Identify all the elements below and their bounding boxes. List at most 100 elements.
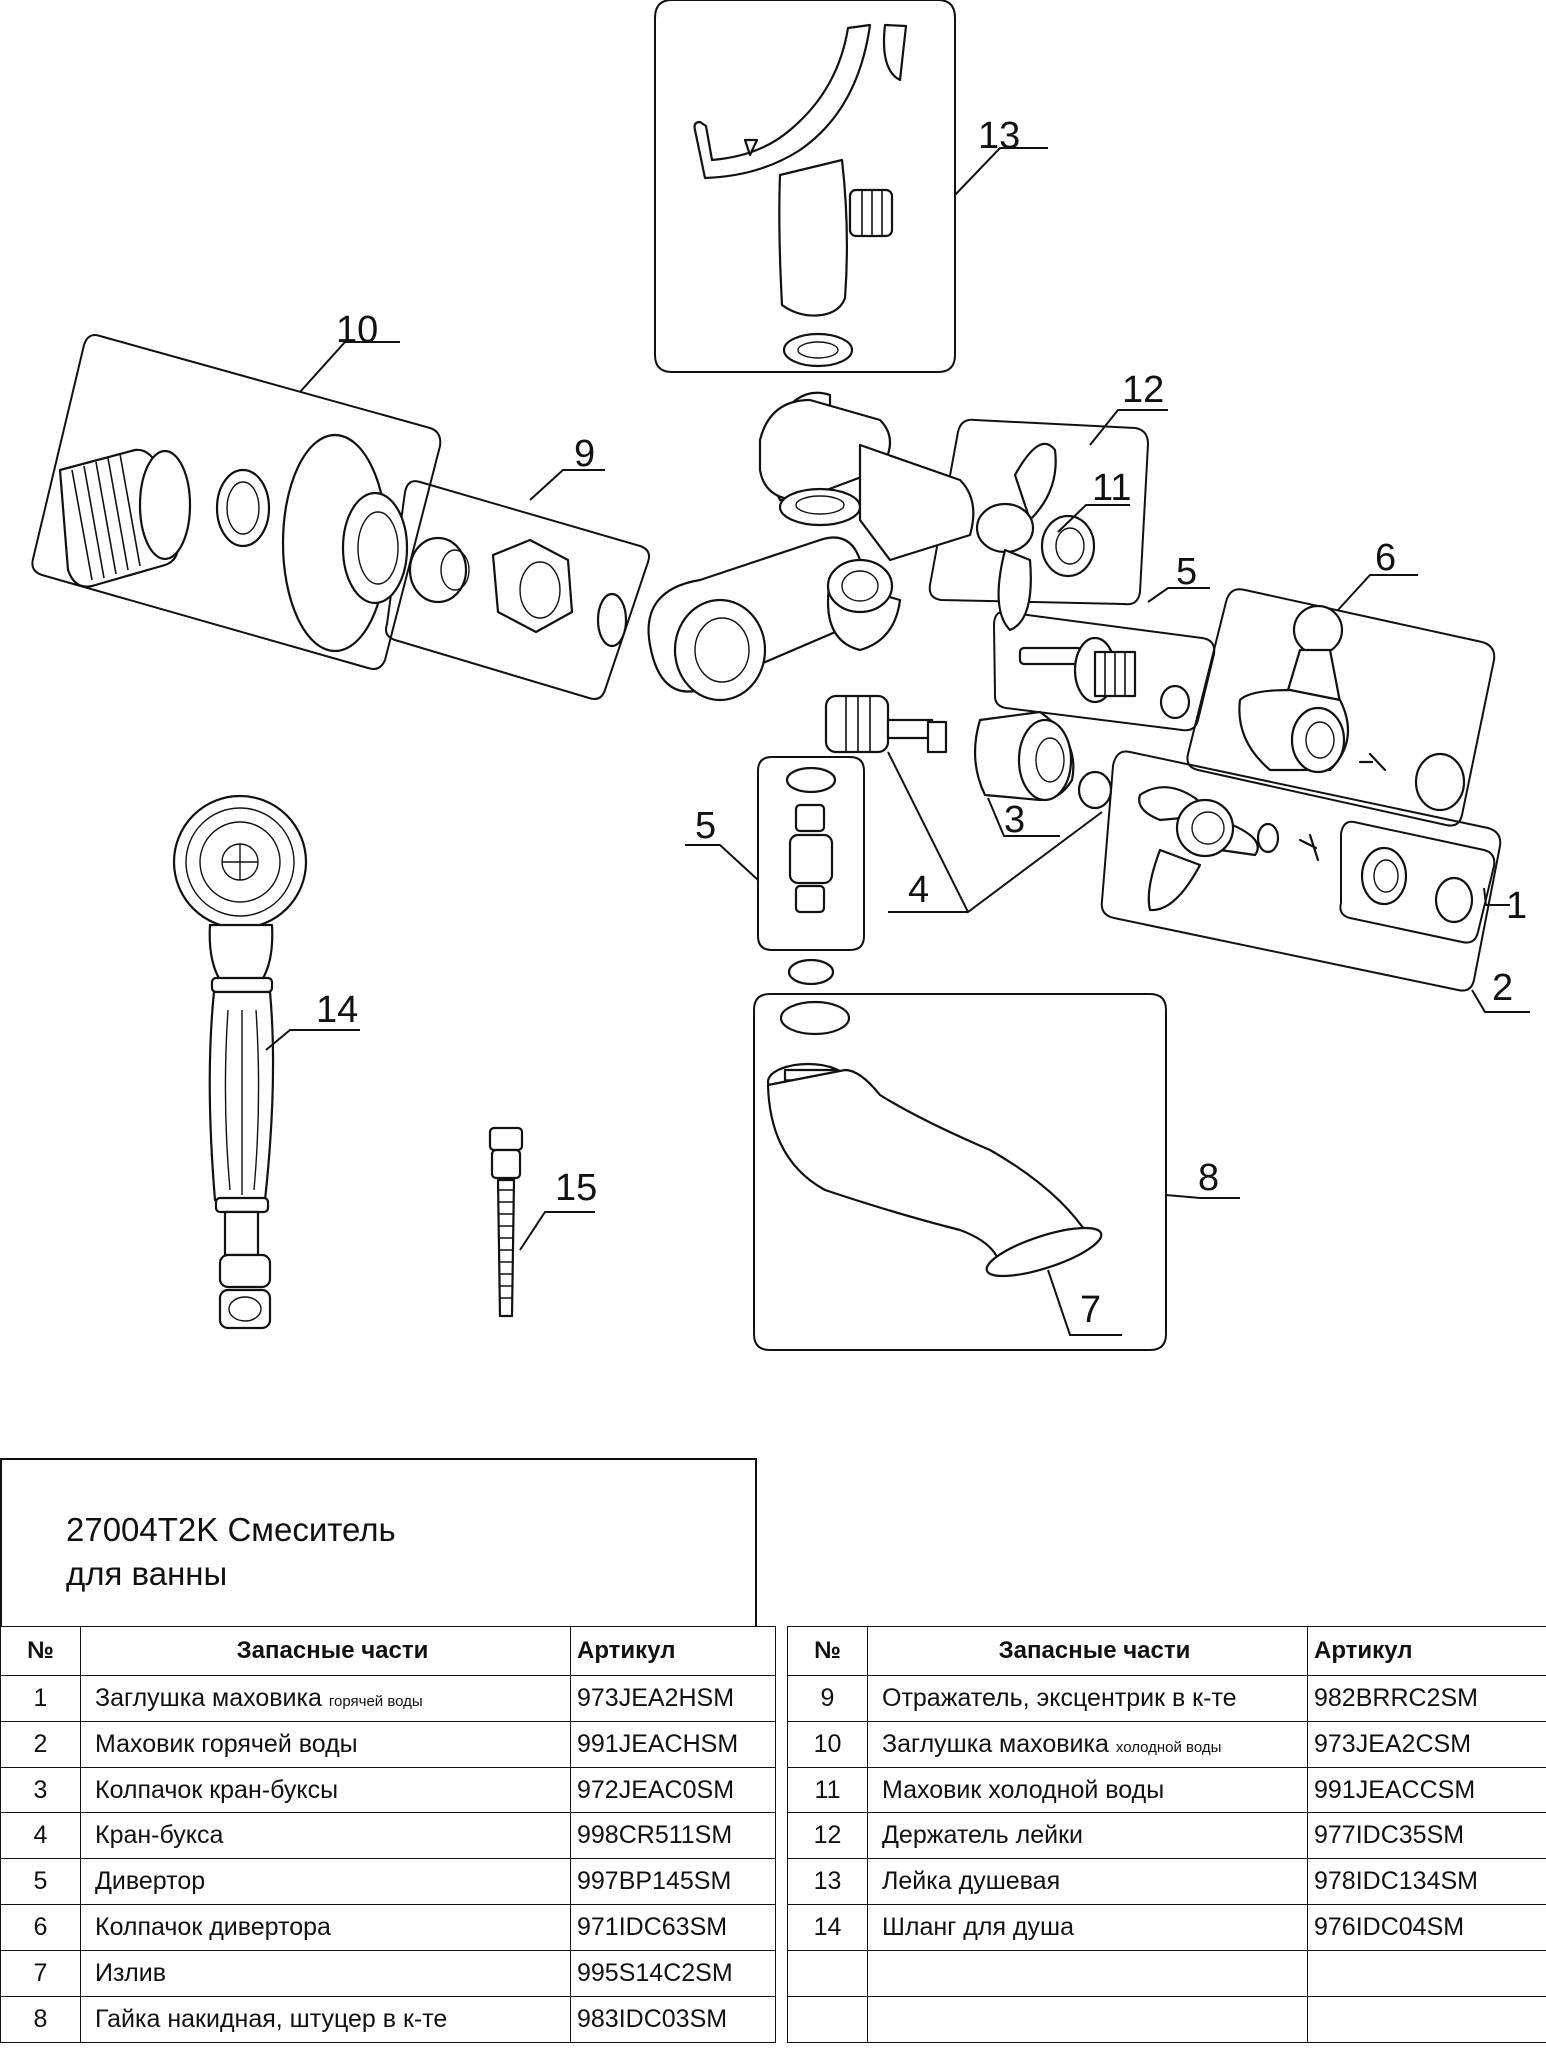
title-line-2: для ванны bbox=[66, 1555, 228, 1592]
callout-7: 7 bbox=[1080, 1289, 1101, 1331]
part-code: 998CR511SM bbox=[570, 1812, 776, 1859]
part-number: 9 bbox=[787, 1675, 868, 1722]
part-name: Маховик горячей воды bbox=[95, 1730, 358, 1758]
part-number: 1 bbox=[0, 1675, 81, 1722]
part-code: 973JEA2CSM bbox=[1307, 1721, 1546, 1768]
callout-10: 10 bbox=[336, 309, 378, 351]
header-code-left: Артикул bbox=[570, 1626, 776, 1676]
header-code-right: Артикул bbox=[1307, 1626, 1546, 1676]
part-number: 2 bbox=[0, 1721, 81, 1768]
part-code bbox=[1307, 1950, 1546, 1997]
part-11-handle bbox=[975, 442, 1096, 632]
part-name: Заглушка маховика bbox=[882, 1730, 1109, 1758]
title-box: 27004T2K Смеситель для ванны bbox=[0, 1458, 757, 1626]
header-name-right: Запасные части bbox=[867, 1626, 1308, 1676]
part-mixer-body bbox=[647, 391, 975, 702]
part-code: 977IDC35SM bbox=[1307, 1812, 1546, 1859]
part-name-cell: Лейка душевая bbox=[867, 1858, 1308, 1905]
frame-8 bbox=[753, 993, 1167, 1351]
part-name: Отражатель, эксцентрик в к-те bbox=[882, 1684, 1237, 1712]
part-name: Излив bbox=[95, 1959, 166, 1987]
part-code: 995S14C2SM bbox=[570, 1950, 776, 1997]
part-9-nut bbox=[408, 536, 628, 648]
frame-13 bbox=[654, 0, 956, 373]
frame-10 bbox=[31, 334, 442, 670]
frame-5a bbox=[992, 610, 1216, 732]
part-name-note: горячей воды bbox=[328, 1693, 423, 1710]
part-name-cell: Маховик горячей воды bbox=[80, 1721, 571, 1768]
part-code: 976IDC04SM bbox=[1307, 1904, 1546, 1951]
part-name: Колпачок кран-буксы bbox=[95, 1775, 339, 1804]
table-separator bbox=[775, 1904, 788, 1951]
part-number bbox=[787, 1950, 868, 1997]
callout-2: 2 bbox=[1492, 967, 1513, 1009]
part-name-cell: Дивертор bbox=[80, 1858, 571, 1905]
frame-9 bbox=[385, 480, 650, 700]
part-name-cell: Заглушка маховика холодной воды bbox=[867, 1721, 1308, 1768]
part-number: 12 bbox=[787, 1812, 868, 1859]
part-code: 978IDC134SM bbox=[1307, 1858, 1546, 1905]
part-name-cell: Шланг для душа bbox=[867, 1904, 1308, 1951]
part-name-cell: Колпачок дивертора bbox=[80, 1904, 571, 1951]
callout-5a: 5 bbox=[1176, 551, 1197, 593]
part-name-cell bbox=[867, 1996, 1308, 2043]
callout-labels: 13 10 9 12 11 5 6 3 4 5 1 2 8 7 14 15 bbox=[316, 115, 1527, 1331]
spare-parts-table: № Запасные части Артикул № Запасные част… bbox=[0, 1626, 1546, 2043]
part-name-cell: Отражатель, эксцентрик в к-те bbox=[867, 1675, 1308, 1722]
part-name-cell bbox=[867, 1950, 1308, 1997]
callout-15: 15 bbox=[555, 1167, 597, 1209]
part-6-diverter-cap bbox=[1238, 604, 1466, 812]
part-number: 8 bbox=[0, 1996, 81, 2043]
part-code: 971IDC63SM bbox=[570, 1904, 776, 1951]
frame-12 bbox=[928, 418, 1150, 606]
header-num-right: № bbox=[787, 1626, 868, 1676]
part-name: Шланг для душа bbox=[882, 1913, 1074, 1941]
callout-9: 9 bbox=[574, 433, 595, 475]
part-5-diverter bbox=[785, 766, 837, 986]
part-name: Лейка душевая bbox=[882, 1867, 1061, 1895]
frame-6 bbox=[1186, 588, 1496, 827]
part-number: 10 bbox=[787, 1721, 868, 1768]
table-separator bbox=[775, 1996, 788, 2043]
part-10-eccentric bbox=[58, 433, 409, 653]
table-separator bbox=[775, 1812, 788, 1859]
part-name-cell: Держатель лейки bbox=[867, 1812, 1308, 1859]
table-header-row: № Запасные части Артикул № Запасные част… bbox=[0, 1626, 1546, 1676]
table-separator bbox=[775, 1858, 788, 1905]
callout-5b: 5 bbox=[695, 805, 716, 847]
part-name: Держатель лейки bbox=[882, 1821, 1083, 1849]
part-name-note: холодной воды bbox=[1115, 1739, 1222, 1756]
frame-2 bbox=[1100, 750, 1502, 992]
part-code: 982BRRC2SM bbox=[1307, 1675, 1546, 1722]
part-name-cell: Кран-букса bbox=[80, 1812, 571, 1859]
header-num-left: № bbox=[0, 1626, 81, 1676]
part-name: Маховик холодной воды bbox=[882, 1775, 1165, 1804]
callout-11: 11 bbox=[1092, 467, 1131, 509]
title-line-1: 27004T2K Смеситель bbox=[66, 1511, 396, 1548]
part-5-diverter-cartridge bbox=[1018, 636, 1191, 720]
part-3-cap bbox=[973, 710, 1113, 810]
part-code: 991JEACCSM bbox=[1307, 1767, 1546, 1813]
frame-5b bbox=[757, 756, 865, 951]
part-number: 14 bbox=[787, 1904, 868, 1951]
part-number: 6 bbox=[0, 1904, 81, 1951]
part-name: Дивертор bbox=[95, 1867, 206, 1895]
part-code: 991JEACHSM bbox=[570, 1721, 776, 1768]
part-number: 4 bbox=[0, 1812, 81, 1859]
part-code: 972JEAC0SM bbox=[570, 1767, 776, 1813]
part-number bbox=[787, 1996, 868, 2043]
part-name: Кран-букса bbox=[95, 1821, 224, 1849]
part-code bbox=[1307, 1996, 1546, 2043]
part-15-hose bbox=[488, 1126, 524, 1318]
part-number: 5 bbox=[0, 1858, 81, 1905]
part-name-cell: Колпачок кран-буксы bbox=[80, 1767, 571, 1813]
part-14-handshower bbox=[172, 794, 308, 1330]
part-7-spout bbox=[766, 1000, 1103, 1278]
